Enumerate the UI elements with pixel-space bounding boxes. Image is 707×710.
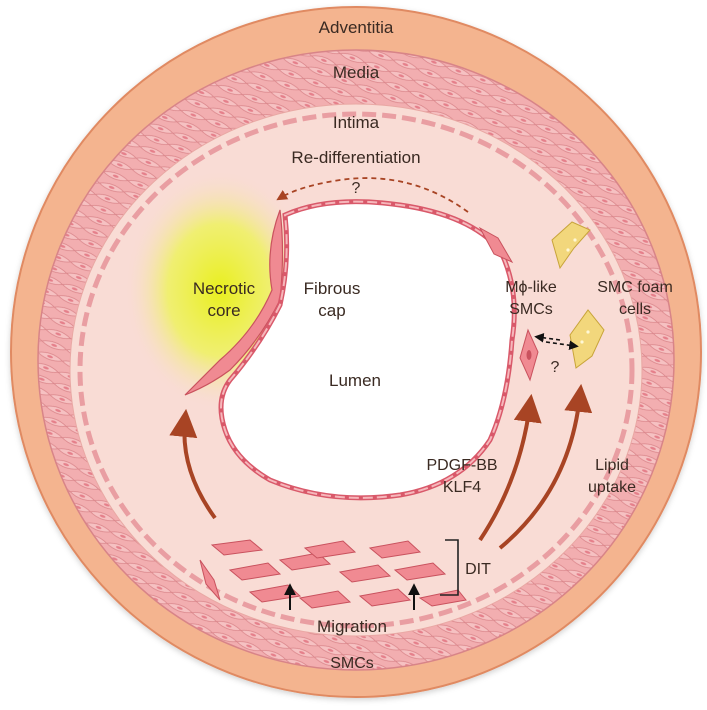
label-fibrous-cap-line2: cap [318,301,345,320]
label-dit: DIT [465,561,491,578]
label-klf4: KLF4 [443,479,481,496]
label-re-differentiation: Re-differentiation [291,148,420,167]
label-smc-foam-line2: cells [619,301,651,318]
label-adventitia: Adventitia [319,18,394,37]
label-question-mid: ? [551,359,560,376]
label-uptake: uptake [588,479,636,496]
label-mphi-smcs-line2: SMCs [509,301,553,318]
label-necrotic-core-line2: core [207,301,240,320]
label-necrotic-core-line1: Necrotic [193,279,256,298]
label-smcs: SMCs [330,655,374,672]
label-migration: Migration [317,617,387,636]
label-question-top: ? [352,180,361,197]
label-lumen: Lumen [329,371,381,390]
label-media: Media [333,63,380,82]
label-intima: Intima [333,113,380,132]
label-pdgf-bb: PDGF-BB [426,457,497,474]
label-fibrous-cap-line1: Fibrous [304,279,361,298]
label-lipid: Lipid [595,457,629,474]
label-smc-foam-line1: SMC foam [597,279,673,296]
label-mphi-smcs-line1: Mϕ-like [505,279,557,296]
